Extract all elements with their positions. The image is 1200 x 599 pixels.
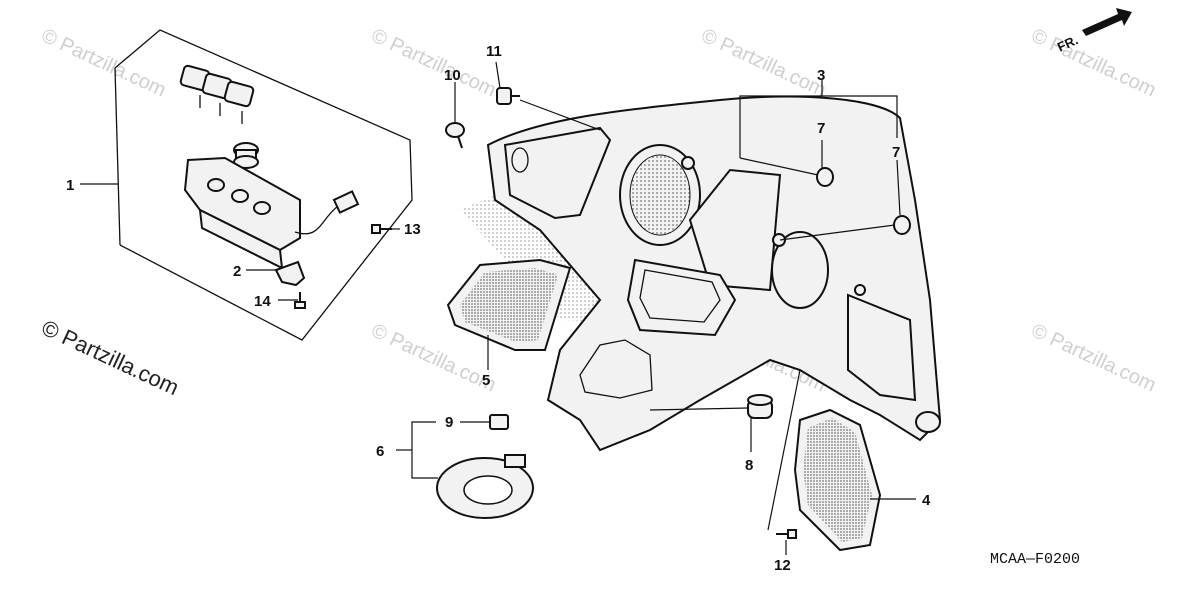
callout-5: 5 — [482, 372, 490, 389]
bolt-10 — [445, 122, 465, 149]
screw-14 — [294, 292, 306, 309]
callout-11: 11 — [486, 43, 502, 60]
callout-7a: 7 — [817, 120, 825, 137]
switch-buttons — [179, 64, 255, 124]
grommet-7a — [816, 167, 834, 187]
callout-13: 13 — [404, 221, 421, 238]
grommet-8 — [747, 394, 773, 419]
grille-left — [446, 258, 572, 351]
callout-8: 8 — [745, 457, 753, 474]
watermark: © Partzilla.com — [38, 25, 169, 102]
callouts: 1 2 3 4 5 6 7 7 8 9 10 11 12 13 14 — [66, 43, 931, 574]
leader-lines — [80, 61, 916, 555]
grommet-7b — [893, 215, 911, 235]
callout-14: 14 — [254, 293, 271, 310]
callout-10: 10 — [444, 67, 461, 84]
clip-part — [274, 260, 306, 287]
watermark: © Partzilla.com — [368, 25, 499, 102]
callout-4: 4 — [922, 492, 931, 509]
callout-1: 1 — [66, 177, 74, 194]
callout-12: 12 — [774, 557, 791, 574]
copyright-text: © Partzilla.com — [38, 315, 183, 400]
grille-right — [793, 408, 882, 552]
diagram-code: MCAA—F0200 — [990, 551, 1080, 568]
watermark: © Partzilla.com — [1028, 320, 1159, 397]
gauge-opening-right — [771, 231, 829, 309]
front-direction-arrow: FR. — [1055, 8, 1132, 55]
screw-12 — [776, 529, 797, 539]
part-9-clip — [489, 414, 509, 430]
switch-housing — [183, 156, 360, 270]
callout-2: 2 — [233, 263, 241, 280]
bolt-11 — [496, 87, 520, 105]
switch-assembly-group — [114, 29, 413, 341]
callout-3: 3 — [817, 67, 825, 84]
screw-13 — [371, 224, 392, 234]
bezel-ring — [436, 454, 534, 519]
callout-7b: 7 — [892, 144, 900, 161]
watermark: © Partzilla.com — [1028, 25, 1159, 102]
switch-knob — [233, 142, 259, 169]
callout-6: 6 — [376, 443, 384, 460]
callout-9: 9 — [445, 414, 453, 431]
watermark: © Partzilla.com — [698, 25, 829, 102]
